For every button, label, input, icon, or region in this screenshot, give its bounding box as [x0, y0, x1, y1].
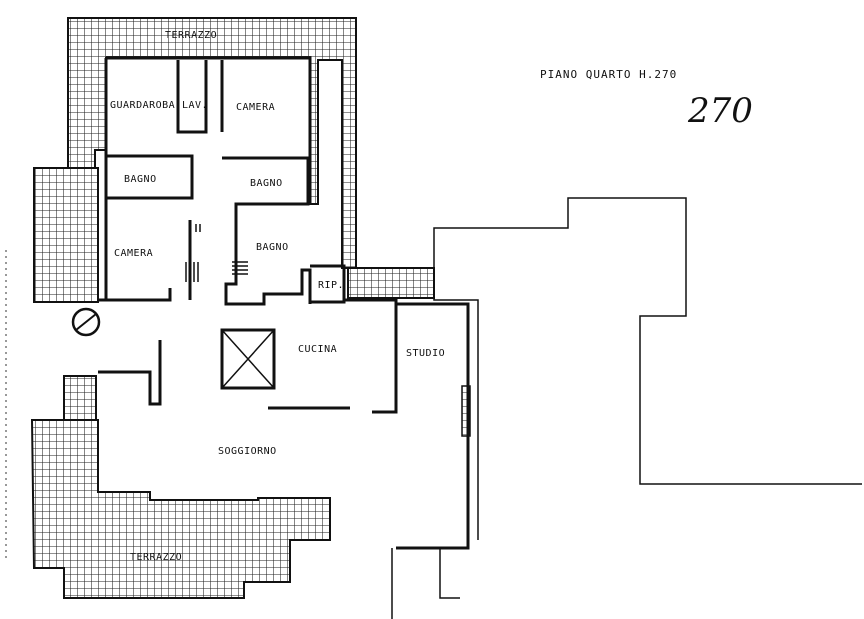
- room-label-lav: LAV.: [182, 100, 208, 111]
- room-label-guardaroba: GUARDAROBA: [110, 100, 175, 111]
- room-label-rip: RIP.: [318, 280, 344, 291]
- room-label-bagno-lower: BAGNO: [256, 242, 289, 253]
- room-label-soggiorno: SOGGIORNO: [218, 446, 277, 457]
- room-label-terrazzo-bottom: TERRAZZO: [130, 552, 182, 563]
- floor-title: PIANO QUARTO H.270: [540, 68, 677, 81]
- spiral-stair-icon: [71, 307, 101, 337]
- terrace-top-tiles: [67, 17, 357, 269]
- room-label-cucina: CUCINA: [298, 344, 337, 355]
- stair-hatching: [185, 224, 248, 282]
- room-label-camera-left: CAMERA: [114, 248, 153, 259]
- terrace-right-edge-tiles: [461, 385, 471, 437]
- room-label-bagno-left: BAGNO: [124, 174, 157, 185]
- room-label-camera-top: CAMERA: [236, 102, 275, 113]
- room-label-studio: STUDIO: [406, 348, 445, 359]
- handwritten-number: 270: [687, 91, 753, 131]
- terrace-right-strip-tiles: [347, 267, 435, 299]
- interior-walls: [98, 56, 470, 550]
- room-label-bagno-mid: BAGNO: [250, 178, 283, 189]
- adjacent-building-outline: [391, 197, 862, 619]
- terrace-left-tiles: [33, 167, 99, 303]
- room-label-terrazzo-top: TERRAZZO: [165, 30, 217, 41]
- terrace-bottom-tiles: [30, 375, 331, 599]
